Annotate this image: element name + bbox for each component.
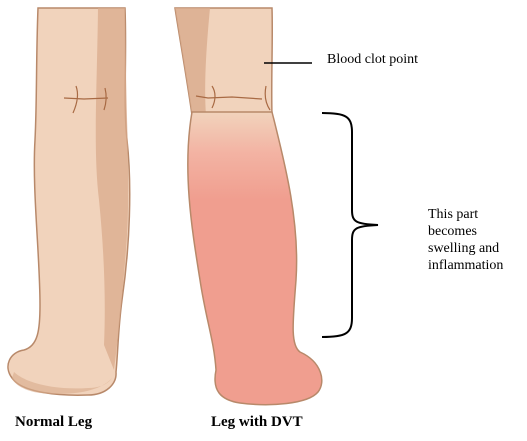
dvt-inflamed-calf (188, 112, 322, 405)
swelling-note: This part becomes swelling and inflammat… (428, 206, 503, 274)
swelling-note-line: swelling and (428, 240, 503, 257)
dvt-leg-caption: Leg with DVT (211, 414, 303, 431)
swelling-note-line: This part (428, 206, 503, 223)
normal-leg-caption: Normal Leg (15, 414, 92, 431)
swelling-note-line: becomes (428, 223, 503, 240)
swelling-note-line: inflammation (428, 257, 503, 274)
dvt-leg (175, 8, 322, 405)
normal-leg (8, 8, 130, 395)
clot-point-label: Blood clot point (327, 51, 418, 68)
dvt-leg-upper-shadow (175, 8, 210, 115)
swelling-bracket (322, 113, 378, 337)
